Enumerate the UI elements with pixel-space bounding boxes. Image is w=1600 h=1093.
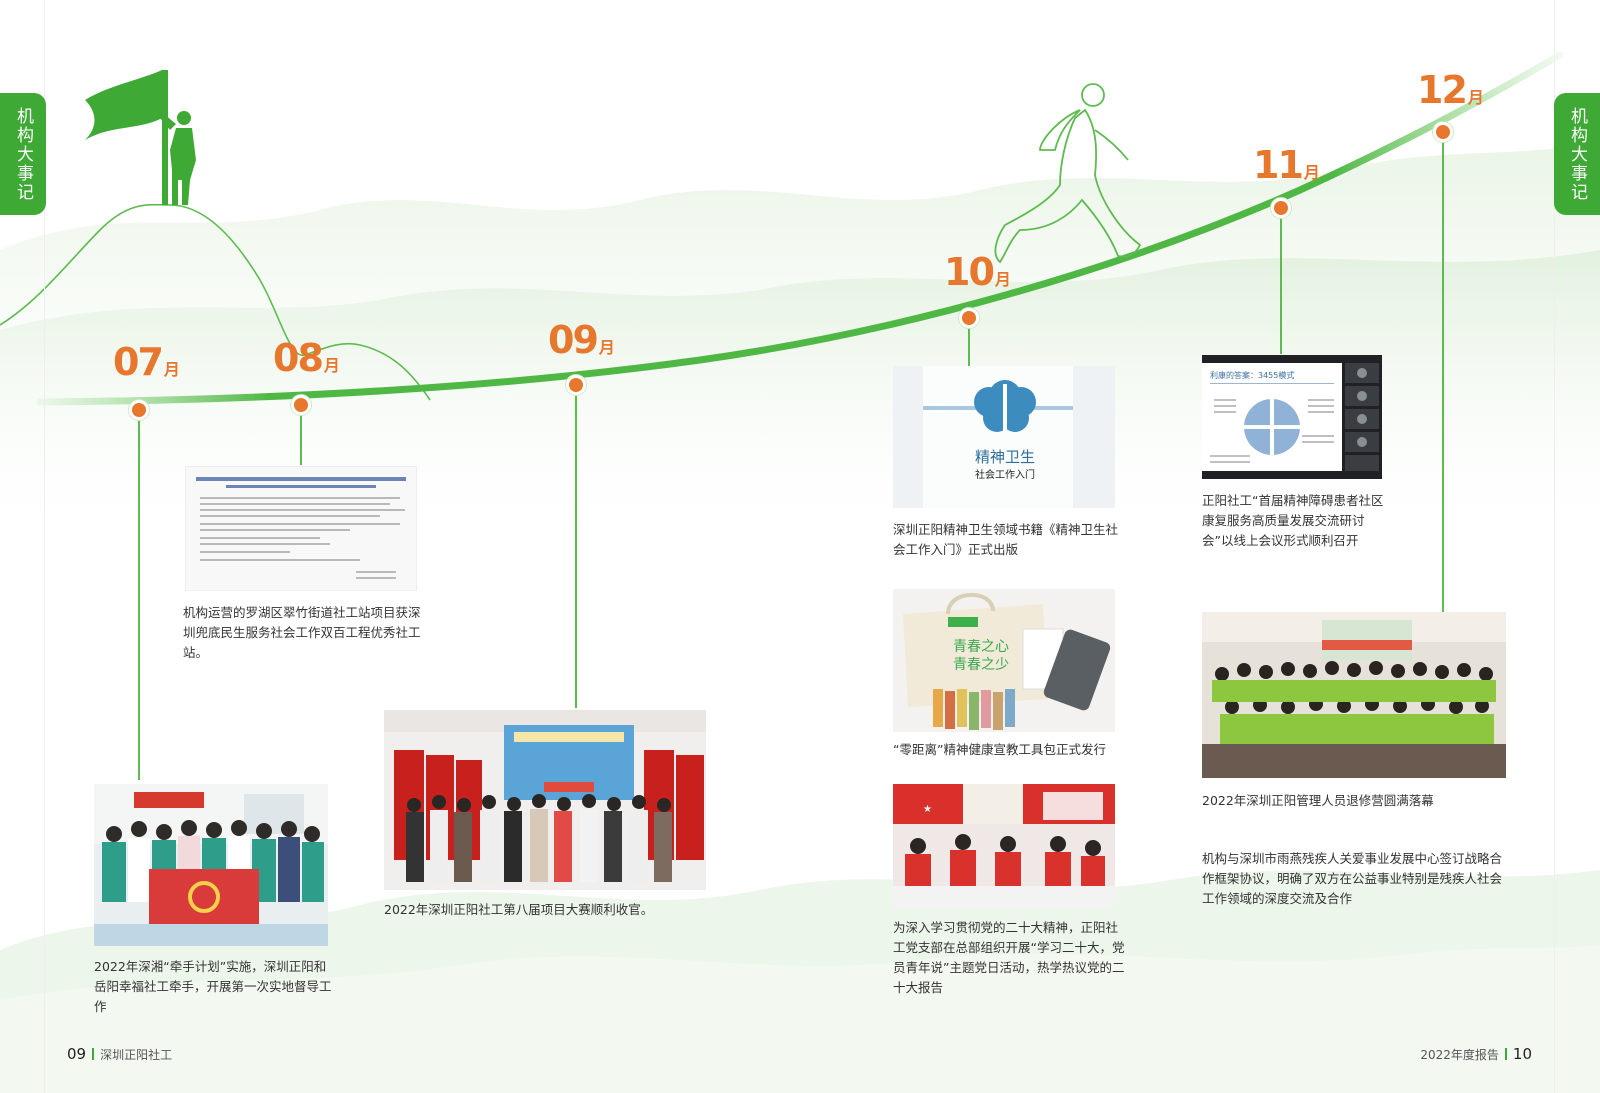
section-tab-left: 机构大事记 [0, 93, 46, 215]
caption-nov: 正阳社工“首届精神障碍患者社区康复服务高质量发展交流研讨会”以线上会议形式顺利召… [1202, 493, 1384, 548]
book-title-text: 精神卫生 [975, 448, 1035, 466]
photo-sep-stage [384, 710, 706, 890]
connector-line-12 [1442, 137, 1444, 612]
page-number-right: 10 [1512, 1045, 1532, 1063]
photo-nov-online-meeting: 利康的答案：3455模式 [1202, 355, 1382, 479]
flag-climber-silhouette [85, 70, 196, 205]
timeline-dot-09 [566, 375, 586, 395]
wall-banner-text: ★ [923, 804, 932, 815]
connector-line-11 [1280, 212, 1282, 354]
caption-sep: 2022年深圳正阳社工第八届项目大赛顺利收官。 [384, 902, 654, 917]
footer-divider-right [1504, 1048, 1507, 1060]
caption-dec-retreat: 2022年深圳正阳管理人员退修营圆满落幕 [1202, 793, 1434, 808]
section-tab-right: 机构大事记 [1554, 93, 1600, 215]
caption-oct-toolkit: “零距离”精神健康宣教工具包正式发行 [893, 742, 1106, 757]
footer-right: 2022年度报告 10 [1420, 1045, 1532, 1063]
photo-jul-group [94, 784, 328, 946]
caption-oct-book: 深圳正阳精神卫生领域书籍《精神卫生社会工作入门》正式出版 [893, 522, 1119, 557]
bag-text-1: 青春之心 [953, 639, 1009, 655]
caption-jul: 2022年深湘“牵手计划”实施，深圳正阳和岳阳幸福社工牵手，开展第一次实地督导工… [94, 959, 332, 1014]
timeline-curve [36, 51, 1564, 406]
runner-silhouette [994, 83, 1142, 264]
page-divider-right [1554, 0, 1555, 1093]
photo-oct-party-day: ★ [893, 784, 1115, 907]
caption-oct-party-day: 为深入学习贯彻党的二十大精神，正阳社工党支部在总部组织开展“学习二十大，党员青年… [893, 920, 1125, 995]
timeline-dot-11 [1271, 198, 1291, 218]
photo-oct-book: 精神卫生 社会工作入门 [893, 366, 1115, 508]
timeline-dot-08 [291, 395, 311, 415]
book-subtitle-text: 社会工作入门 [975, 468, 1035, 481]
timeline-dot-07 [129, 400, 149, 420]
slide-title-text: 利康的答案：3455模式 [1210, 370, 1294, 380]
timeline-dot-12 [1433, 122, 1453, 142]
photo-oct-toolkit: 青春之心 青春之少 [893, 589, 1115, 732]
footer-left: 09 深圳正阳社工 [67, 1045, 172, 1063]
connector-line-07 [138, 410, 140, 780]
page-divider-left [44, 0, 45, 1093]
connector-line-10 [968, 320, 970, 368]
timeline-dot-10 [959, 308, 979, 328]
connector-line-09 [575, 388, 577, 708]
footer-divider-left [92, 1048, 95, 1060]
mountain-range-bottom-front [0, 945, 1600, 1093]
footer-org-name: 深圳正阳社工 [100, 1047, 173, 1062]
bag-text-2: 青春之少 [953, 657, 1009, 673]
caption-dec-agreement: 机构与深圳市雨燕残疾人关爱事业发展中心签订战略合作框架协议，明确了双方在公益事业… [1202, 851, 1503, 906]
photo-aug-document [186, 467, 416, 590]
hill-outline [0, 203, 431, 401]
photo-dec-retreat [1202, 612, 1506, 778]
connector-line-08 [300, 405, 302, 465]
caption-aug: 机构运营的罗湖区翠竹街道社工站项目获深圳兜底民生服务社会工作双百工程优秀社工站。 [183, 605, 421, 660]
page-number-left: 09 [67, 1045, 87, 1063]
footer-report-title: 2022年度报告 [1420, 1047, 1499, 1062]
